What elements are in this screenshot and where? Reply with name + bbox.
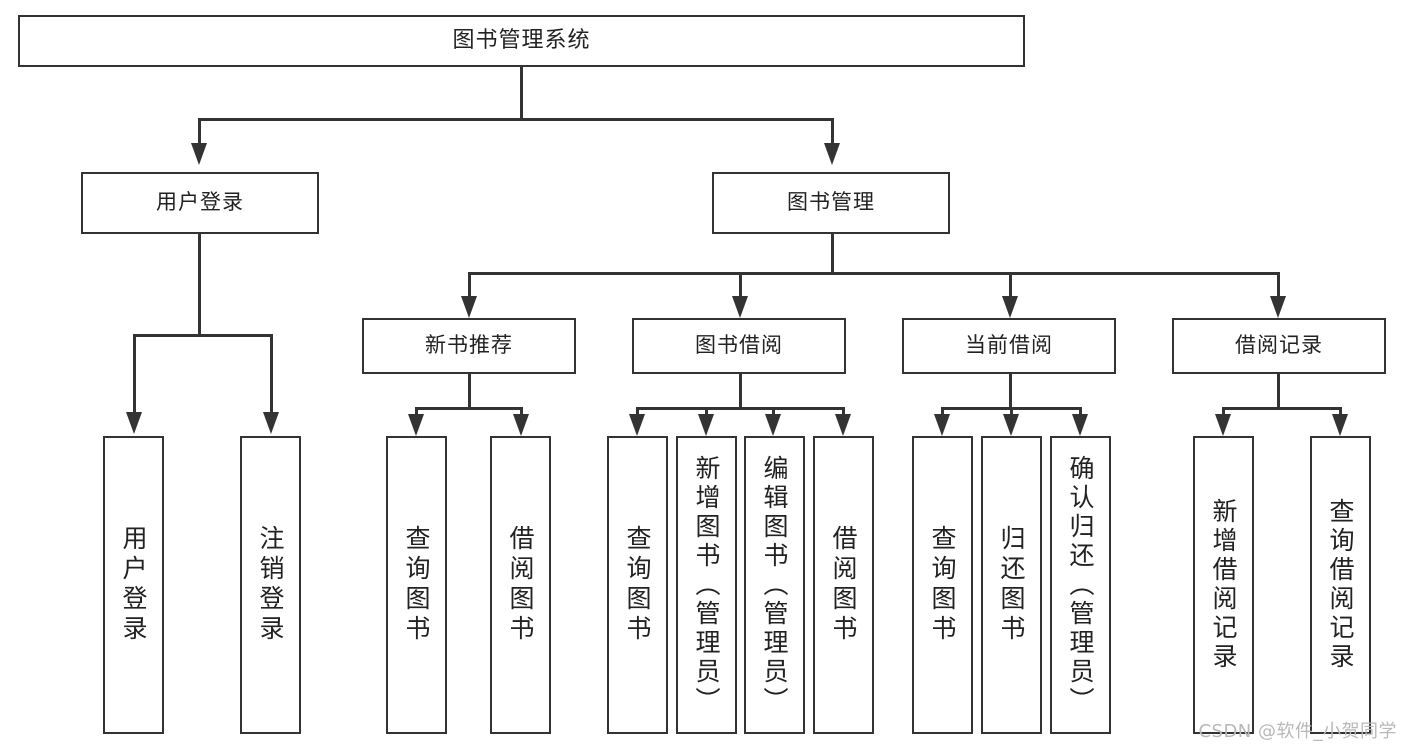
node-root-system[interactable]: 图书管理系统 <box>18 15 1025 67</box>
connector-br-drop-1 <box>1222 407 1225 416</box>
connector-user-login-drop-1 <box>133 334 136 414</box>
node-label: 当前借阅 <box>965 333 1053 358</box>
node-label: 新增图书（管理员） <box>692 454 721 716</box>
node-book-management[interactable]: 图书管理 <box>712 172 950 234</box>
connector-bb-bar <box>636 407 844 410</box>
connector-root-stem <box>520 67 523 119</box>
connector-user-login-drop-2 <box>270 334 273 414</box>
node-label: 新增借阅记录 <box>1209 498 1238 672</box>
node-label: 编辑图书（管理员） <box>760 454 789 716</box>
leaf-user-login[interactable]: 用户登录 <box>103 436 164 734</box>
connector-br-bar <box>1222 407 1341 410</box>
arrowhead-to-user-login <box>191 143 207 165</box>
connector-bb-stem <box>739 374 742 410</box>
connector-bm-drop-3 <box>1009 272 1012 298</box>
connector-nbr-stem <box>468 374 471 410</box>
arrowhead-leaf-br-query-record <box>1332 414 1348 436</box>
node-label: 用户登录 <box>119 525 148 645</box>
leaf-bb-query-book[interactable]: 查询图书 <box>607 436 668 734</box>
leaf-cb-confirm-return[interactable]: 确认归还（管理员） <box>1050 436 1111 734</box>
leaf-logout[interactable]: 注销登录 <box>240 436 301 734</box>
watermark-text: CSDN @软件_小贺同学 <box>1198 721 1397 742</box>
leaf-nbr-query-book[interactable]: 查询图书 <box>386 436 447 734</box>
node-label: 查询图书 <box>623 525 652 645</box>
connector-bb-drop-2 <box>705 407 708 416</box>
arrowhead-leaf-br-add-record <box>1215 414 1231 436</box>
connector-nbr-drop-2 <box>520 407 523 416</box>
node-label: 借阅记录 <box>1235 333 1323 358</box>
connector-cb-drop-2 <box>1010 407 1013 416</box>
connector-bb-drop-1 <box>636 407 639 416</box>
arrowhead-to-book-management <box>824 143 840 165</box>
connector-bm-drop-1 <box>468 272 471 298</box>
node-borrow-record[interactable]: 借阅记录 <box>1172 318 1386 374</box>
connector-book-management-bar <box>468 272 1279 275</box>
connector-root-bar <box>198 118 833 121</box>
node-label: 归还图书 <box>997 525 1026 645</box>
arrowhead-to-borrow-record <box>1270 296 1286 318</box>
connector-bb-drop-4 <box>842 407 845 416</box>
arrowhead-leaf-bb-borrow-book <box>835 414 851 436</box>
node-label: 借阅图书 <box>506 525 535 645</box>
leaf-bb-borrow-book[interactable]: 借阅图书 <box>813 436 874 734</box>
arrowhead-leaf-nbr-query-book <box>408 414 424 436</box>
arrowhead-leaf-logout <box>263 412 279 434</box>
node-label: 图书管理系统 <box>452 27 591 53</box>
leaf-nbr-borrow-book[interactable]: 借阅图书 <box>490 436 551 734</box>
connector-bm-drop-4 <box>1277 272 1280 298</box>
arrowhead-to-new-book-recommend <box>461 296 477 318</box>
connector-nbr-bar <box>415 407 522 410</box>
arrowhead-leaf-user-login <box>126 412 142 434</box>
arrowhead-leaf-bb-edit-book <box>765 414 781 436</box>
connector-cb-drop-3 <box>1079 407 1082 416</box>
arrowhead-leaf-bb-query-book <box>629 414 645 436</box>
node-user-login[interactable]: 用户登录 <box>81 172 319 234</box>
arrowhead-leaf-cb-query-book <box>934 414 950 436</box>
connector-book-management-stem <box>831 234 834 274</box>
connector-bm-drop-2 <box>739 272 742 298</box>
node-label: 注销登录 <box>256 525 285 645</box>
leaf-cb-return-book[interactable]: 归还图书 <box>981 436 1042 734</box>
connector-root-drop-left <box>198 118 201 145</box>
node-label: 新书推荐 <box>425 333 513 358</box>
connector-cb-drop-1 <box>941 407 944 416</box>
connector-user-login-stem <box>198 234 201 336</box>
connector-br-stem <box>1277 374 1280 410</box>
arrowhead-to-current-borrow <box>1002 296 1018 318</box>
leaf-bb-edit-book[interactable]: 编辑图书（管理员） <box>744 436 805 734</box>
leaf-br-add-record[interactable]: 新增借阅记录 <box>1193 436 1254 734</box>
node-label: 查询图书 <box>928 525 957 645</box>
node-book-borrow[interactable]: 图书借阅 <box>632 318 846 374</box>
arrowhead-leaf-cb-confirm-return <box>1072 414 1088 436</box>
connector-user-login-bar <box>133 334 272 337</box>
arrowhead-leaf-cb-return-book <box>1003 414 1019 436</box>
connector-nbr-drop-1 <box>415 407 418 416</box>
arrowhead-leaf-nbr-borrow-book <box>513 414 529 436</box>
node-label: 查询借阅记录 <box>1326 498 1355 672</box>
arrowhead-leaf-bb-add-book <box>698 414 714 436</box>
leaf-br-query-record[interactable]: 查询借阅记录 <box>1310 436 1371 734</box>
connector-bb-drop-3 <box>772 407 775 416</box>
node-new-book-recommend[interactable]: 新书推荐 <box>362 318 576 374</box>
arrowhead-to-book-borrow <box>732 296 748 318</box>
node-label: 借阅图书 <box>829 525 858 645</box>
node-label: 确认归还（管理员） <box>1066 454 1095 716</box>
connector-cb-stem <box>1009 374 1012 410</box>
node-label: 用户登录 <box>156 190 244 215</box>
node-label: 图书管理 <box>787 190 875 215</box>
node-label: 图书借阅 <box>695 333 783 358</box>
node-current-borrow[interactable]: 当前借阅 <box>902 318 1116 374</box>
leaf-bb-add-book[interactable]: 新增图书（管理员） <box>676 436 737 734</box>
leaf-cb-query-book[interactable]: 查询图书 <box>912 436 973 734</box>
connector-br-drop-2 <box>1339 407 1342 416</box>
connector-root-drop-right <box>831 118 834 145</box>
node-label: 查询图书 <box>402 525 431 645</box>
